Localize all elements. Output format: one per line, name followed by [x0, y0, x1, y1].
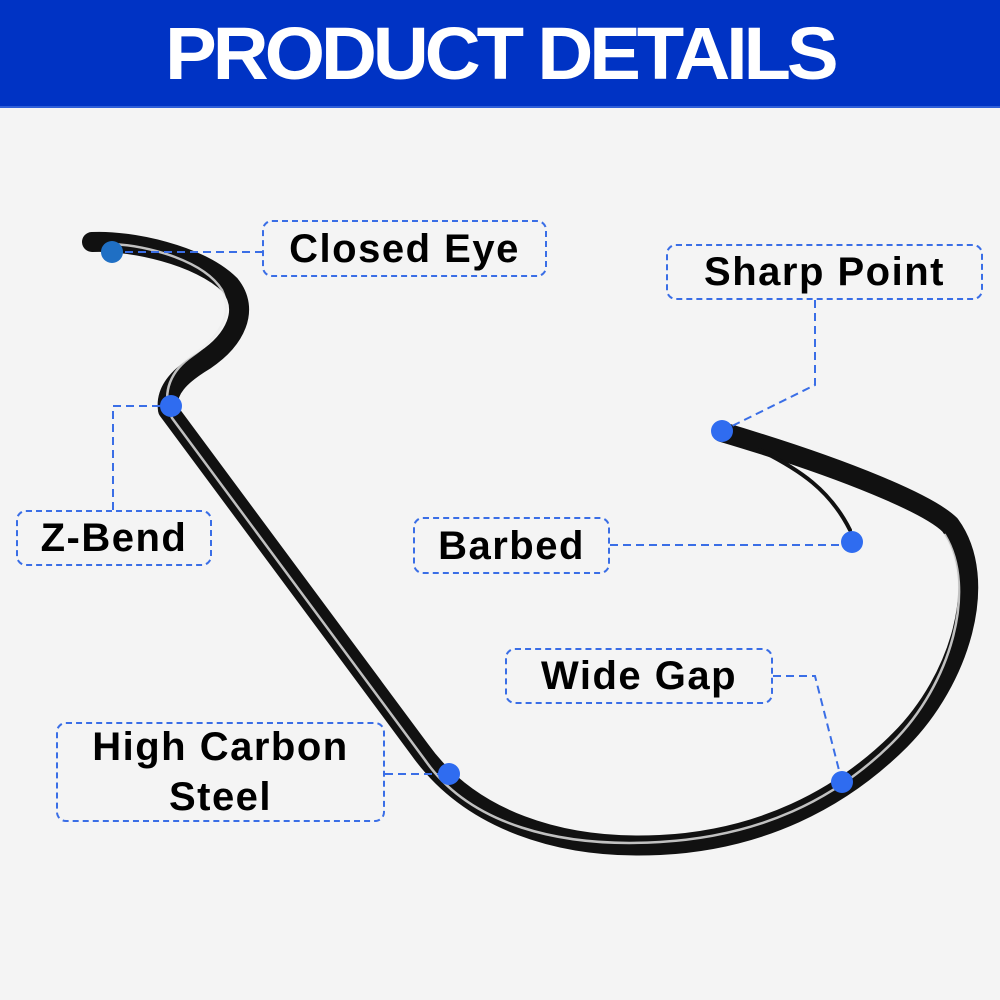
- label-text-line2: Steel: [168, 775, 273, 819]
- label-text: Sharp Point: [704, 250, 945, 294]
- dot-sharp-point: [711, 420, 733, 442]
- label-closed-eye: Closed Eye: [262, 220, 547, 277]
- page-title: PRODUCT DETAILS: [165, 11, 839, 95]
- label-text: Wide Gap: [540, 654, 738, 698]
- dot-closed-eye: [101, 241, 123, 263]
- callout-dots: [101, 241, 863, 793]
- dot-high-carbon: [438, 763, 460, 785]
- label-wide-gap: Wide Gap: [505, 648, 773, 704]
- label-barbed: Barbed: [413, 517, 610, 574]
- fish-hook: [82, 231, 979, 856]
- label-text: Closed Eye: [289, 226, 520, 271]
- label-text: Z-Bend: [40, 516, 188, 560]
- label-text-line1: High Carbon: [92, 725, 349, 769]
- label-text: Barbed: [438, 523, 585, 568]
- header-banner: PRODUCT DETAILS: [0, 0, 1000, 108]
- label-z-bend: Z-Bend: [16, 510, 212, 566]
- dot-z-bend: [160, 395, 182, 417]
- label-high-carbon-steel: High Carbon Steel: [56, 722, 385, 822]
- dot-wide-gap: [831, 771, 853, 793]
- dot-barbed: [841, 531, 863, 553]
- label-sharp-point: Sharp Point: [666, 244, 983, 300]
